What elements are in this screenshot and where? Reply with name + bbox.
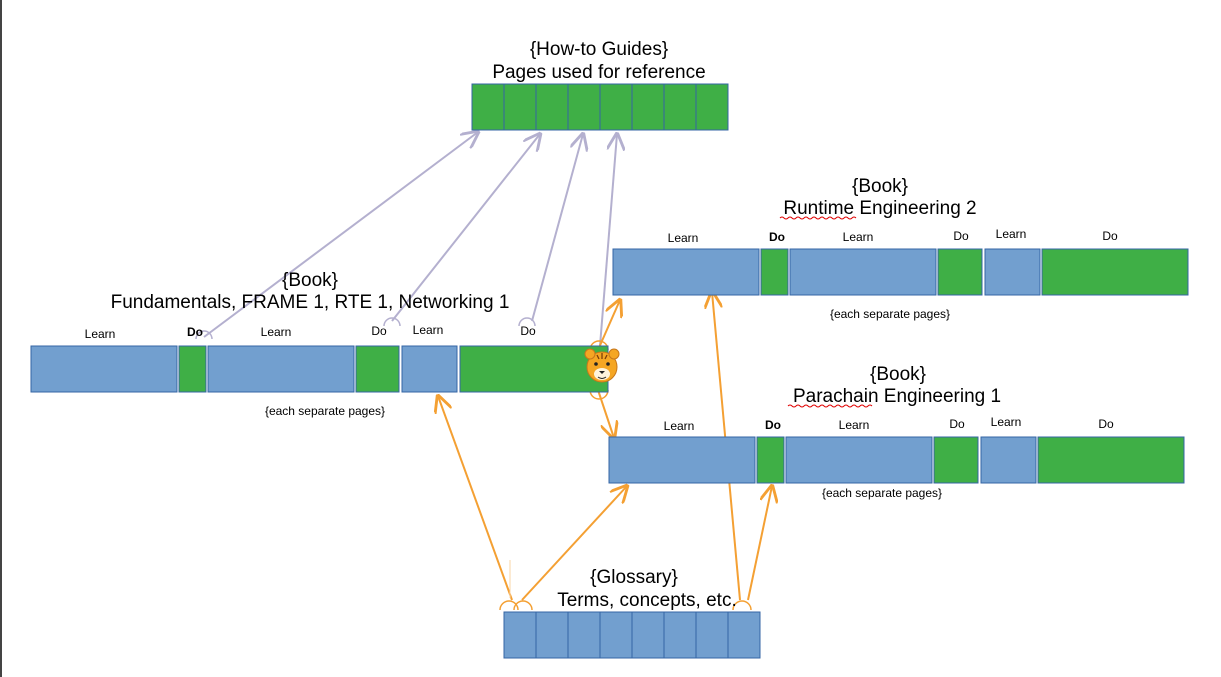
glossary-title: {Glossary} [590, 567, 678, 588]
glossary-term-cell [503, 611, 537, 659]
tiger-face-icon [584, 348, 620, 383]
do-label: Do [949, 417, 965, 431]
learn-label: Learn [85, 327, 116, 341]
howto-page-cell [471, 83, 505, 131]
do-segment [760, 248, 789, 296]
learn-label: Learn [991, 415, 1022, 429]
glossary-term-cell [631, 611, 665, 659]
glossary-term-cell [567, 611, 601, 659]
learn-segment [789, 248, 937, 296]
reference-arrow [391, 134, 540, 322]
glossary-term-cell [695, 611, 729, 659]
glossary-arrow [747, 486, 772, 601]
book-title: {Book} [852, 176, 908, 197]
connector-arc [383, 317, 401, 327]
book-parachain: {Book} Parachain Engineering 1 Learn Do Le… [608, 364, 1185, 500]
learn-segment [785, 436, 933, 484]
learn-label: Learn [261, 325, 292, 339]
progression-arrow [597, 389, 614, 438]
book-subtitle: Fundamentals, FRAME 1, RTE 1, Networking… [111, 292, 510, 313]
do-label: Do [187, 325, 203, 339]
book-title: {Book} [282, 270, 338, 291]
howto-page-cell [567, 83, 601, 131]
glossary-subtitle: Terms, concepts, etc. [557, 590, 737, 611]
howto-subtitle: Pages used for reference [492, 62, 705, 83]
connector-arc [513, 600, 533, 611]
learn-segment [401, 345, 458, 393]
book-fundamentals: {Book} Fundamentals, FRAME 1, RTE 1, Net… [30, 270, 609, 418]
reference-arrow [203, 132, 478, 338]
connector-arc [499, 600, 519, 611]
spellcheck-underline [779, 216, 857, 220]
learn-label: Learn [668, 231, 699, 245]
glossary-term-cell [727, 611, 761, 659]
do-segment [355, 345, 400, 393]
learn-segment [207, 345, 355, 393]
howto-page-cell [535, 83, 569, 131]
learn-segment [612, 248, 760, 296]
learn-label: Learn [413, 323, 444, 337]
learn-label: Learn [996, 227, 1027, 241]
reference-arrow [531, 134, 583, 322]
connector-arc [732, 600, 752, 611]
connector-arc [518, 317, 536, 327]
reference-arrow [599, 134, 617, 347]
book-note: {each separate pages} [830, 307, 950, 321]
do-segment [178, 345, 207, 393]
connector-arc [195, 330, 213, 340]
glossary-arrow [438, 396, 513, 601]
learn-segment [608, 436, 756, 484]
learn-segment [984, 248, 1041, 296]
book-note: {each separate pages} [265, 404, 385, 418]
howto-page-cell [599, 83, 633, 131]
do-label: Do [1098, 417, 1114, 431]
glossary-term-cell [535, 611, 569, 659]
learn-label: Learn [664, 419, 695, 433]
howto-page-cell [631, 83, 665, 131]
do-label: Do [371, 324, 387, 338]
learn-label: Learn [843, 230, 874, 244]
book-note: {each separate pages} [822, 486, 942, 500]
do-segment [1037, 436, 1185, 484]
do-label: Do [1102, 229, 1118, 243]
do-segment [937, 248, 983, 296]
do-segment [1041, 248, 1189, 296]
do-label: Do [765, 418, 781, 432]
howto-title: {How-to Guides} [530, 39, 668, 60]
do-label: Do [769, 230, 785, 244]
howto-page-cell [503, 83, 537, 131]
book-subtitle: Parachain Engineering 1 [793, 386, 1001, 407]
glossary-term-cell [663, 611, 697, 659]
howto-page-cell [695, 83, 729, 131]
do-label: Do [520, 324, 536, 338]
book-title: {Book} [870, 364, 926, 385]
book-subtitle: Runtime Engineering 2 [783, 198, 976, 219]
glossary-arrow [521, 486, 627, 601]
do-segment [756, 436, 785, 484]
book-runtime: {Book} Runtime Engineering 2 Learn Do Lear… [612, 176, 1189, 321]
howto-page-cell [663, 83, 697, 131]
glossary: {Glossary} Terms, concepts, etc. [503, 567, 761, 659]
do-segment [933, 436, 979, 484]
window-edge [0, 0, 2, 677]
connector-arc [589, 389, 609, 400]
glossary-term-cell [599, 611, 633, 659]
spellcheck-underline [787, 404, 873, 408]
learn-segment [980, 436, 1037, 484]
do-label: Do [953, 229, 969, 243]
howto-guides: {How-to Guides} Pages used for reference [471, 39, 729, 131]
learn-segment [30, 345, 178, 393]
learn-label: Learn [839, 418, 870, 432]
